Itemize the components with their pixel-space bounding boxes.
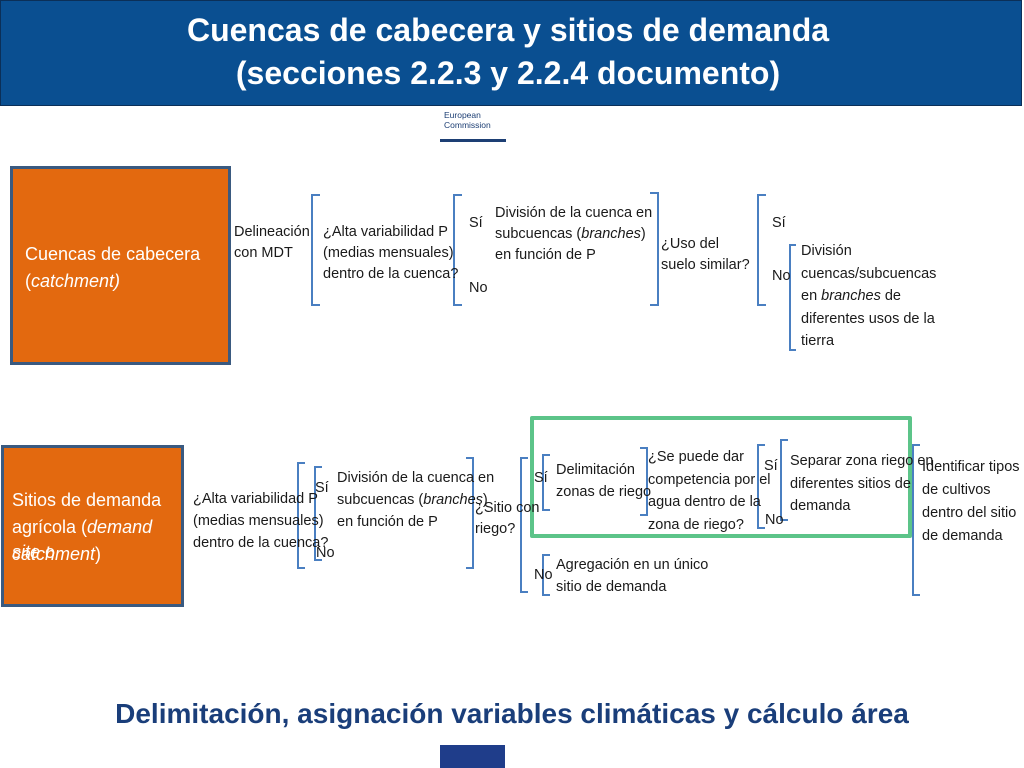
no-label-4: No (534, 567, 553, 583)
division-text-3: División de la cuenca en subcuencas (bra… (337, 470, 495, 530)
bracket-13 (757, 444, 765, 529)
delimitation-text: Delimitación zonas de riego (556, 462, 652, 500)
no-label-1: No (469, 280, 488, 296)
identify-crops-text: Identificar tipos de cultivos dentro del… (922, 459, 1020, 544)
yes-label-4: Sí (534, 470, 548, 486)
title-banner: Cuencas de cabecera y sitios de demanda … (0, 0, 1022, 106)
question-p-variability-1: ¿Alta variabilidad P (medias mensuales) … (323, 224, 459, 282)
yes-label-1: Sí (469, 215, 483, 231)
question-p-variability-2: ¿Alta variabilidad P (medias mensuales) … (193, 491, 329, 551)
european-commission-logo: European Commission (440, 110, 506, 142)
bracket-12 (640, 447, 648, 516)
eu-flag (440, 745, 505, 768)
bracket-15 (912, 444, 920, 596)
bracket-10 (542, 454, 550, 511)
bracket-4 (757, 194, 766, 306)
delineation-text: Delineación con MDT (234, 224, 310, 261)
bracket-9 (520, 457, 528, 593)
bracket-3 (650, 192, 659, 306)
logo-line-2: Commission (444, 120, 491, 130)
no-label-2: No (772, 268, 791, 284)
demand-site-box: Sitios de demanda agrícola (demand site … (1, 445, 184, 607)
aggregation-text: Agregación en un único sitio de demanda (556, 557, 709, 595)
bracket-1 (311, 194, 320, 306)
no-label-5: No (765, 512, 784, 528)
slide-title: Cuencas de cabecera y sitios de demanda … (1, 9, 1015, 95)
yes-label-5: Sí (764, 458, 778, 474)
catchment-box: Cuencas de cabecera (catchment) (10, 166, 231, 365)
bracket-5 (789, 244, 796, 351)
bracket-2 (453, 194, 462, 306)
no-label-3: No (316, 545, 335, 561)
demand-box-line-2: agrícola (demand site o (12, 517, 153, 562)
division-text-2: División cuencas/subcuencas en branches … (801, 243, 937, 349)
footer-text: Delimitación, asignación variables climá… (115, 698, 909, 729)
division-text-1: División de la cuenca en subcuencas (bra… (495, 205, 653, 263)
bracket-6 (297, 462, 305, 569)
question-land-use: ¿Uso del suelo similar? (661, 236, 750, 273)
yes-label-3: Sí (315, 480, 329, 496)
bracket-11 (542, 554, 550, 596)
bracket-7 (314, 466, 322, 561)
bracket-14 (780, 439, 788, 521)
highlight-frame (530, 416, 912, 538)
yes-label-2: Sí (772, 215, 786, 231)
demand-box-line-3: catchment) (12, 544, 102, 564)
logo-underline (440, 139, 506, 142)
logo-line-1: European (444, 110, 481, 120)
separate-zone-text: Separar zona riego en diferentes sitios … (790, 453, 934, 514)
demand-box-line-1: Sitios de demanda (12, 490, 162, 510)
title-line-2: (secciones 2.2.3 y 2.2.4 documento) (235, 55, 781, 91)
catchment-box-line-1: Cuencas de cabecera (25, 244, 201, 264)
question-irrigation-site: ¿Sitio con riego? (475, 500, 540, 537)
title-line-1: Cuencas de cabecera y sitios de demanda (186, 12, 830, 48)
bracket-8 (466, 457, 474, 569)
question-competition: ¿Se puede dar competencia por el agua de… (648, 449, 771, 533)
catchment-box-line-2: (catchment) (25, 271, 121, 291)
